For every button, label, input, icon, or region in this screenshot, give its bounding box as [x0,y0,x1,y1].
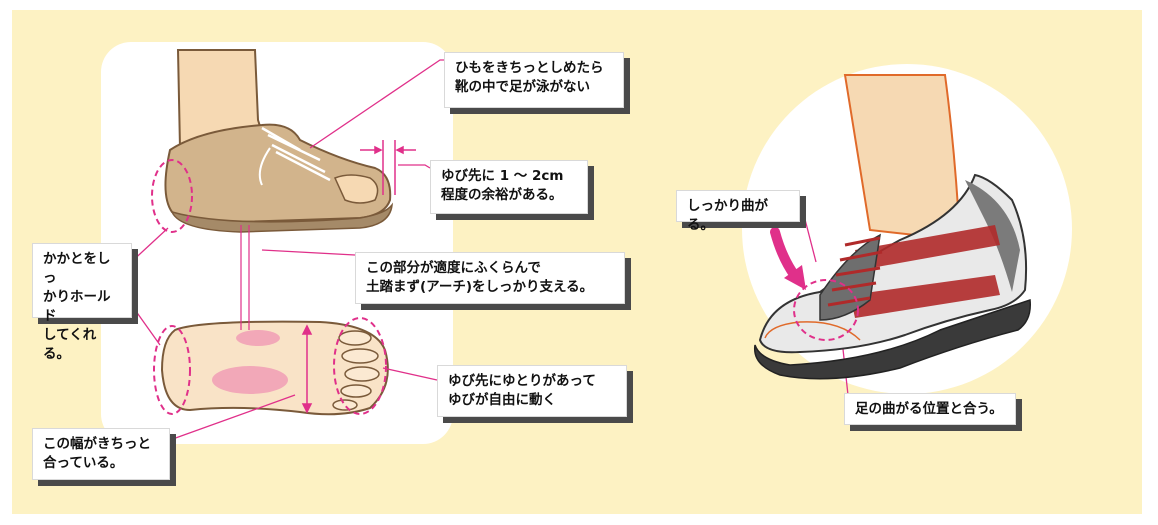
callout-bend: しっかり曲がる。 [676,190,800,233]
callout-heel: かかとをしっ かりホールド してくれる。 [32,243,132,362]
walking-shoe [753,74,1031,380]
toe-space-marker [360,140,416,195]
insole-top-view [160,320,389,416]
width-marker [301,324,313,414]
guide-lines [240,225,250,330]
down-arrow-icon [770,227,806,290]
callout-toes-free: ゆび先にゆとりがあって ゆびが自由に動く [437,365,627,417]
callout-width: この幅がきちっと 合っている。 [32,428,170,480]
side-view-shoe [164,49,394,233]
leader-lines [127,59,849,441]
dashed-highlights-left [151,159,387,415]
callout-toe-space: ゆび先に 1 ～ 2cm 程度の余裕がある。 [430,160,588,214]
callout-arch: この部分が適度にふくらんで 土踏まず(アーチ)をしっかり支える。 [355,252,625,304]
callout-lace: ひもをきちっとしめたら 靴の中で足が泳がない [444,52,624,108]
dashed-highlight-right [793,279,859,341]
callout-bend-position: 足の曲がる位置と合う。 [844,393,1016,425]
